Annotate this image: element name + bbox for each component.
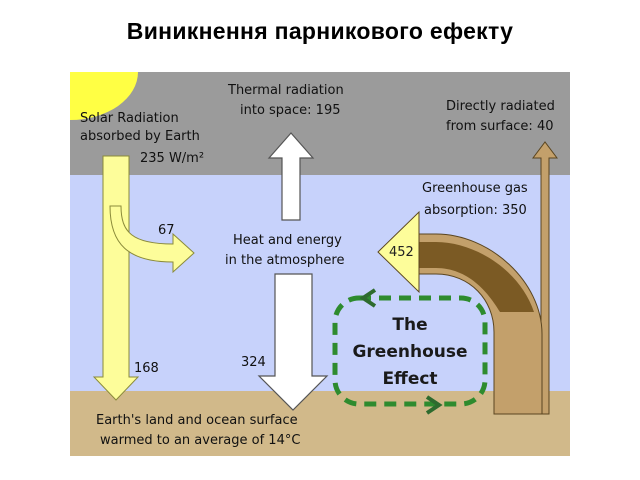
space-band [70,72,570,175]
back-radiation-arrow [257,273,329,411]
sun-icon [70,72,138,120]
greenhouse-effect-loop [332,295,488,407]
direct-label-line2: from surface: 40 [446,119,554,134]
heat-label-line2: in the atmosphere [225,253,344,268]
solar-label-line1: Solar Radiation [80,111,179,126]
solar-value-label: 235 W/m² [140,151,204,166]
thermal-label-line1: Thermal radiation [227,83,344,98]
greenhouse-label-line2: Greenhouse [352,342,467,362]
greenhouse-absorption-arrow [377,210,543,415]
surface-label-line1: Earth's land and ocean surface [96,413,298,428]
ground-band [70,391,570,456]
greenhouse-label-line1: The [392,315,427,335]
value-452-label: 452 [389,245,414,260]
loop-chevron-top-icon [359,288,377,308]
thermal-radiation-arrow [267,132,315,221]
solar-absorbed-arrow [92,155,140,401]
solar-label-line2: absorbed by Earth [80,129,200,144]
ghg-label-line2: absorption: 350 [424,203,527,218]
greenhouse-label-line3: Effect [382,369,437,389]
loop-chevron-bottom-icon [425,395,443,415]
atmosphere-absorbed-arrow [109,205,195,274]
direct-radiation-arrow [532,141,558,415]
direct-label-line1: Directly radiated [446,99,555,114]
thermal-label-line2: into space: 195 [240,103,341,118]
value-67-label: 67 [158,223,175,238]
value-168-label: 168 [134,361,159,376]
greenhouse-effect-diagram: Solar Radiation absorbed by Earth 235 W/… [70,72,570,456]
value-324-label: 324 [241,355,266,370]
surface-label-line2: warmed to an average of 14°C [100,433,300,448]
slide-title: Виникнення парникового ефекту [126,18,514,44]
heat-label-line1: Heat and energy [233,233,342,248]
ghg-label-line1: Greenhouse gas [422,181,528,196]
